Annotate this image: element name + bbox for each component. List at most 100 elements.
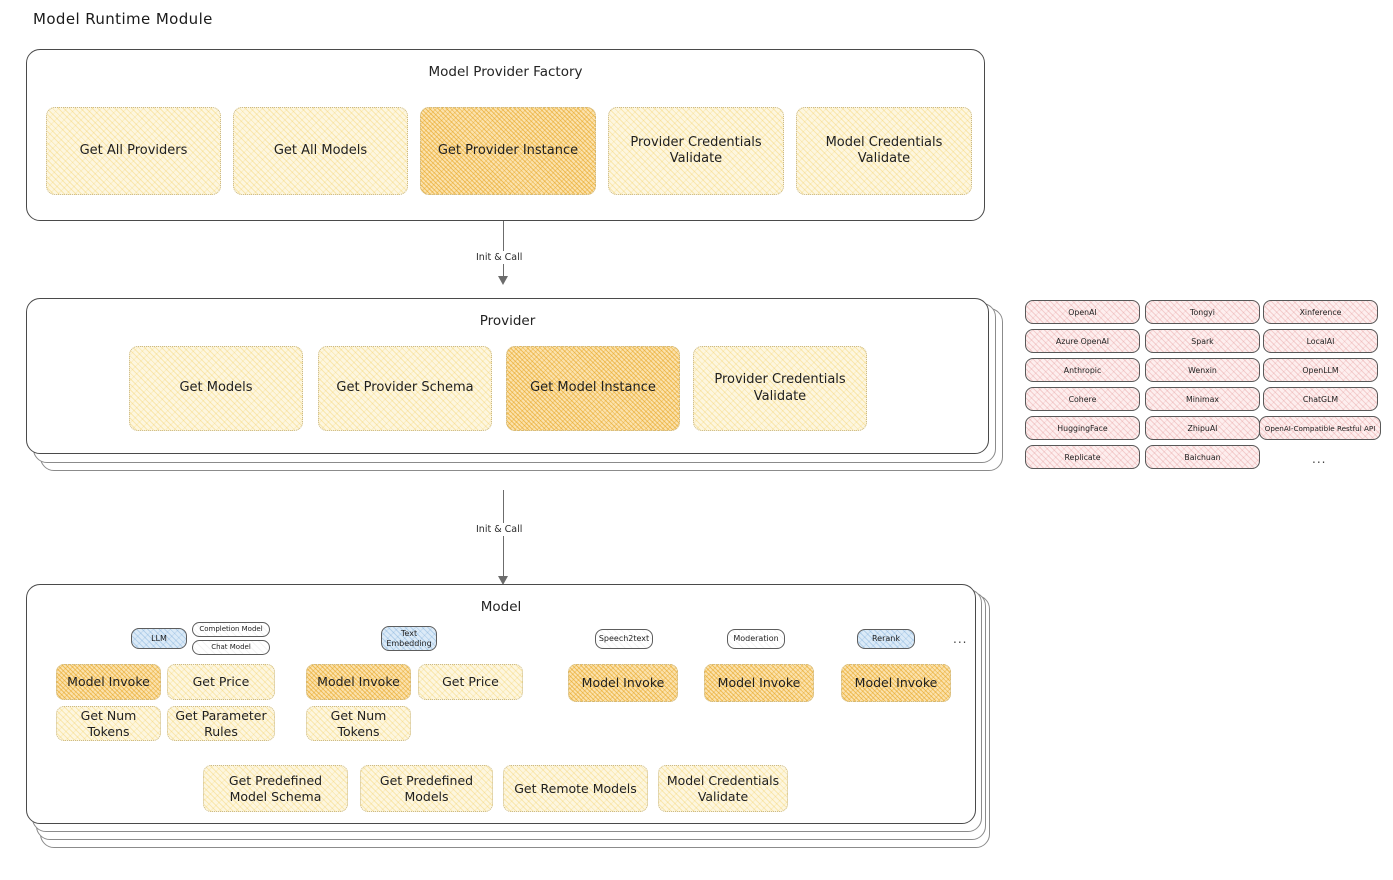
provider-tag-label: OpenAI [1068,307,1097,317]
model-type-label: Rerank [871,634,900,644]
provider-tag-wenxin[interactable]: Wenxin [1145,358,1260,382]
provider-tag-openllm[interactable]: OpenLLM [1263,358,1378,382]
provider-tag-baichuan[interactable]: Baichuan [1145,445,1260,469]
provider-tag-label: OpenLLM [1302,365,1339,375]
provider-tag-label: Minimax [1186,394,1219,404]
model-type-speech2text[interactable]: Speech2text [595,629,653,649]
provider-tag-anthropic[interactable]: Anthropic [1025,358,1140,382]
provider-tag-list-more: ... [1312,452,1327,466]
common-method-get-predefined-model-schema[interactable]: Get Predefined Model Schema [203,765,348,812]
provider-tag-minimax[interactable]: Minimax [1145,387,1260,411]
provider-tag-huggingface[interactable]: HuggingFace [1025,416,1140,440]
method-label: Get Num Tokens [330,707,387,739]
provider-item-label: Get Model Instance [530,380,656,396]
method-label: Get Parameter Rules [175,707,267,739]
provider-item-label: Provider Credentials Validate [714,372,846,404]
common-method-model-credentials-validate[interactable]: Model Credentials Validate [658,765,788,812]
method-label: Get Predefined Models [379,772,474,804]
provider-tag-tongyi[interactable]: Tongyi [1145,300,1260,324]
provider-item-get-provider-schema[interactable]: Get Provider Schema [318,346,492,431]
provider-tag-label: LocalAI [1306,336,1335,346]
provider-tag-label: OpenAI-Compatible Restful API [1264,423,1376,433]
provider-tag-label: Replicate [1064,452,1101,462]
factory-item-label: Get Provider Instance [437,142,579,158]
model-subtag-label: Chat Model [211,643,251,652]
provider-item-provider-credentials-validate[interactable]: Provider Credentials Validate [693,346,867,431]
method-label: Model Invoke [581,675,665,691]
provider-tag-localai[interactable]: LocalAI [1263,329,1378,353]
provider-tag-replicate[interactable]: Replicate [1025,445,1140,469]
method-label: Model Invoke [317,674,400,690]
provider-panel-title: Provider [479,313,536,329]
factory-item-label: Get All Models [273,142,368,158]
provider-tag-label: ZhipuAI [1187,423,1218,433]
llm-method-get-price[interactable]: Get Price [167,664,275,700]
model-provider-factory-panel: Model Provider Factory Get All Providers… [26,49,985,221]
llm-method-get-num-tokens[interactable]: Get Num Tokens [56,706,161,741]
method-label: Get Num Tokens [80,707,137,739]
model-types-more: ... [953,632,968,646]
page-title: Model Runtime Module [33,10,213,28]
model-subtag-completion-model[interactable]: Completion Model [192,622,270,637]
speech2text-method-model-invoke[interactable]: Model Invoke [568,664,678,702]
arrow-provider-to-model-label: Init & Call [472,523,527,536]
factory-item-get-all-models[interactable]: Get All Models [233,107,408,195]
provider-item-label: Get Models [179,380,253,396]
provider-tag-label: Spark [1191,336,1214,346]
factory-item-model-credentials-validate[interactable]: Model Credentials Validate [796,107,972,195]
provider-tag-openai[interactable]: OpenAI [1025,300,1140,324]
model-subtag-chat-model[interactable]: Chat Model [192,640,270,655]
method-label: Get Price [192,674,250,690]
factory-item-get-all-providers[interactable]: Get All Providers [46,107,221,195]
model-panel: Model LLM Completion Model Chat Model Te… [26,584,976,824]
factory-item-provider-credentials-validate[interactable]: Provider Credentials Validate [608,107,784,195]
factory-item-get-provider-instance[interactable]: Get Provider Instance [420,107,596,195]
factory-item-label: Provider Credentials Validate [630,134,762,166]
provider-tag-openai-compatible-restful-api[interactable]: OpenAI-Compatible Restful API [1259,416,1381,440]
method-label: Get Predefined Model Schema [228,772,323,804]
provider-tag-label: Anthropic [1063,365,1102,375]
provider-tag-label: ChatGLM [1302,394,1339,404]
model-type-moderation[interactable]: Moderation [727,629,785,649]
llm-method-get-parameter-rules[interactable]: Get Parameter Rules [167,706,275,741]
provider-tag-label: Cohere [1068,394,1097,404]
common-method-get-predefined-models[interactable]: Get Predefined Models [360,765,493,812]
common-method-get-remote-models[interactable]: Get Remote Models [503,765,648,812]
text-embedding-method-model-invoke[interactable]: Model Invoke [306,664,411,700]
provider-tag-label: HuggingFace [1057,423,1108,433]
rerank-method-model-invoke[interactable]: Model Invoke [841,664,951,702]
model-type-text-embedding[interactable]: Text Embedding [381,626,437,651]
provider-tag-label: Tongyi [1190,307,1215,317]
model-type-rerank[interactable]: Rerank [857,629,915,649]
provider-tag-zhipuai[interactable]: ZhipuAI [1145,416,1260,440]
provider-tag-xinference[interactable]: Xinference [1263,300,1378,324]
provider-tag-cohere[interactable]: Cohere [1025,387,1140,411]
arrow-provider-to-model-line [503,490,505,582]
provider-tag-label: Azure OpenAI [1055,336,1110,346]
provider-tag-label: Wenxin [1188,365,1217,375]
moderation-method-model-invoke[interactable]: Model Invoke [704,664,814,702]
provider-item-get-models[interactable]: Get Models [129,346,303,431]
model-type-label: Speech2text [598,634,650,644]
provider-tag-label: Xinference [1299,307,1342,317]
provider-item-get-model-instance[interactable]: Get Model Instance [506,346,680,431]
model-type-label: Moderation [733,634,779,644]
model-panel-title: Model [480,599,522,615]
llm-method-model-invoke[interactable]: Model Invoke [56,664,161,700]
factory-item-label: Model Credentials Validate [825,134,943,166]
method-label: Get Price [442,674,499,690]
method-label: Model Invoke [854,675,938,691]
text-embedding-method-get-price[interactable]: Get Price [418,664,523,700]
model-type-llm[interactable]: LLM [131,628,187,649]
method-label: Model Invoke [67,674,150,690]
method-label: Get Remote Models [514,780,637,796]
text-embedding-method-get-num-tokens[interactable]: Get Num Tokens [306,706,411,741]
provider-tag-label: Baichuan [1184,452,1221,462]
arrow-factory-to-provider-label: Init & Call [472,251,527,264]
arrow-factory-to-provider-head [498,276,508,285]
model-type-label: Text Embedding [386,629,432,648]
provider-tag-spark[interactable]: Spark [1145,329,1260,353]
method-label: Model Invoke [717,675,801,691]
provider-tag-chatglm[interactable]: ChatGLM [1263,387,1378,411]
provider-tag-azure-openai[interactable]: Azure OpenAI [1025,329,1140,353]
